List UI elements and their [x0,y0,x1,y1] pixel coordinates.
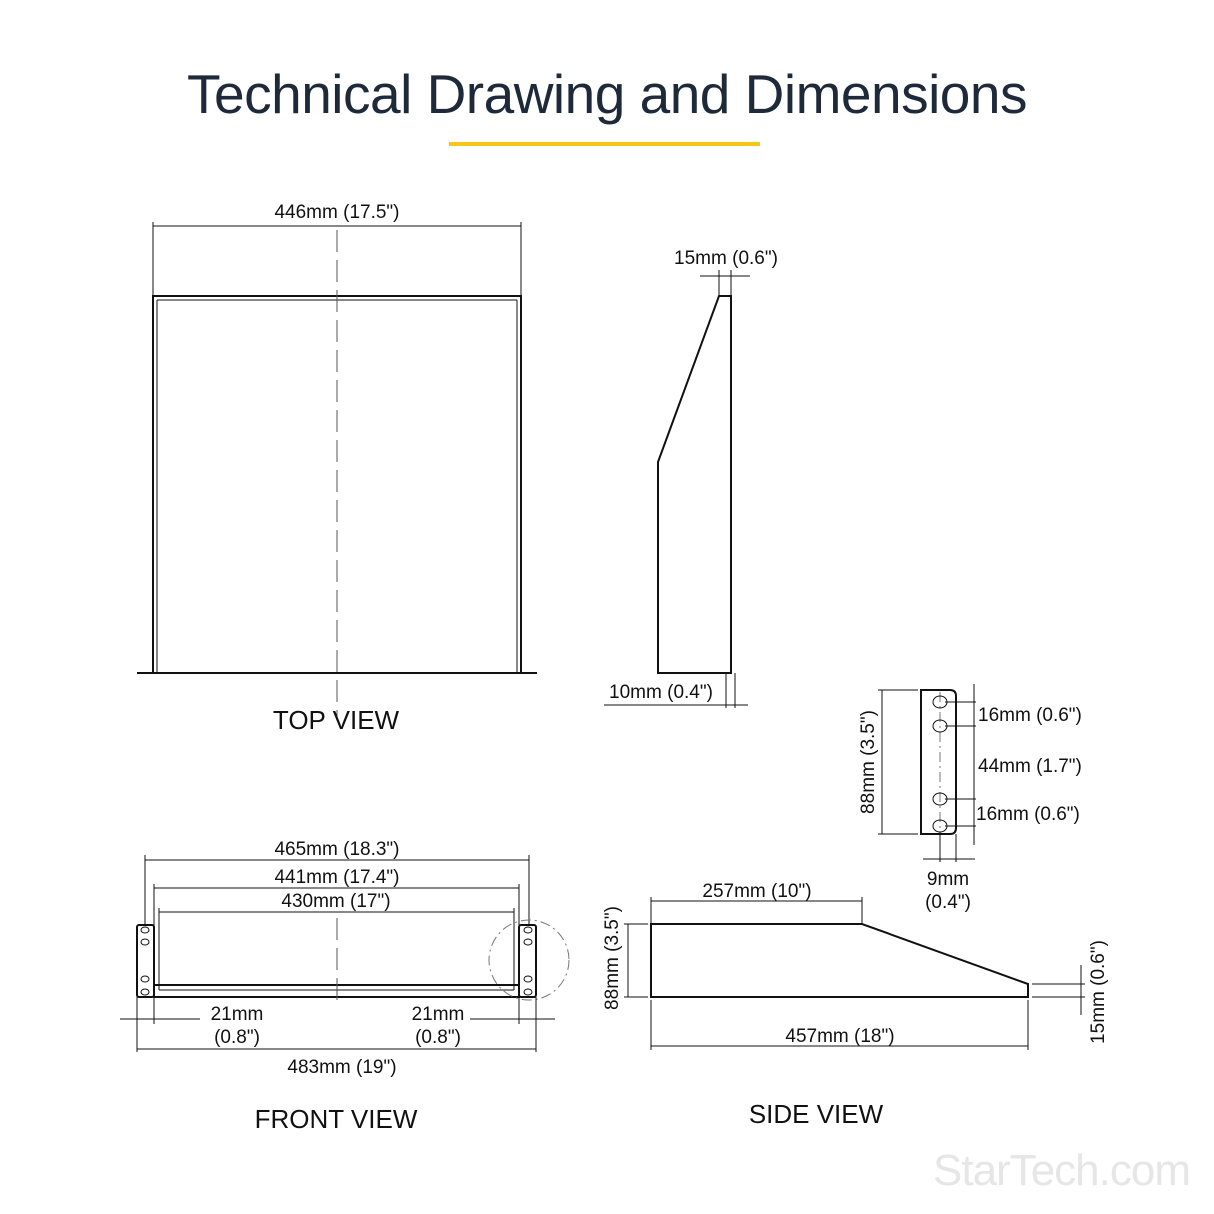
ear-hole-offset-inch: (0.4") [925,892,971,913]
startech-logo: StarTech.com [933,1146,1191,1195]
front-right-ear-dim: 21mm [412,1004,465,1025]
side-tip-height-dim: 15mm (0.6") [1088,940,1109,1044]
front-total-width-dim: 483mm (19") [287,1057,396,1078]
ear-top-spacing-dim: 16mm (0.6") [978,705,1082,726]
front-mid-width-dim: 441mm (17.4") [274,867,399,888]
profile-bottom-thickness-dim: 10mm (0.4") [609,682,713,703]
ear-hole-offset-dim: 9mm [927,869,969,890]
front-inner-width-dim: 430mm (17") [281,891,390,912]
side-view: 257mm (10") 88mm (3.5") 457mm (18") 15mm… [602,881,1109,1129]
side-depth-dim: 457mm (18") [785,1026,894,1047]
ear-height-dim: 88mm (3.5") [858,710,879,814]
ear-bottom-spacing-dim: 16mm (0.6") [976,804,1080,825]
profile-top-thickness-dim: 15mm (0.6") [674,248,778,269]
top-view-width-dim: 446mm (17.5") [274,202,399,223]
front-right-ear-inch: (0.8") [415,1027,461,1048]
front-left-ear-inch: (0.8") [214,1027,260,1048]
front-view-label: FRONT VIEW [255,1104,418,1134]
front-left-ear-dim: 21mm [211,1004,264,1025]
title-underline [449,142,760,146]
side-height-dim: 88mm (3.5") [602,906,623,1010]
side-view-label: SIDE VIEW [749,1099,884,1129]
front-outer-width-dim: 465mm (18.3") [274,839,399,860]
top-view: 446mm (17.5") TOP VIEW [137,202,537,735]
ear-view: 88mm (3.5") 16mm (0.6") 44mm (1.7") 16mm… [858,684,1082,913]
side-flat-depth-dim: 257mm (10") [702,881,811,902]
top-view-label: TOP VIEW [273,705,400,735]
front-view: 465mm (18.3") 441mm (17.4") 430mm (17") … [120,839,570,1134]
profile-view: 15mm (0.6") 10mm (0.4") [604,248,778,708]
ear-middle-spacing-dim: 44mm (1.7") [978,756,1082,777]
page-title: Technical Drawing and Dimensions [187,63,1027,125]
